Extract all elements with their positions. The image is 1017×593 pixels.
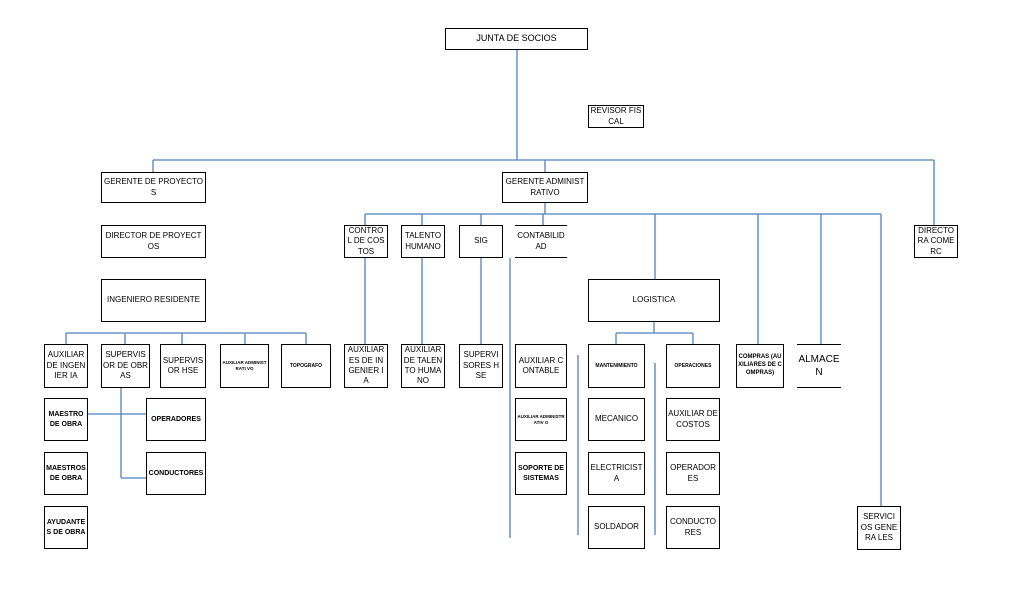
directora-comercial-box: DIRECTO RA COMERC xyxy=(914,225,958,258)
auxiliar-costos-box: AUXILIAR DE COSTOS xyxy=(666,398,720,441)
sig-box: SIG xyxy=(459,225,503,258)
supervisores-hse-box: SUPERVI SORES HSE xyxy=(459,344,503,388)
ingeniero-residente-box: INGENIERO RESIDENTE xyxy=(101,279,206,322)
auxiliar-contable-box: AUXILIAR CONTABLE xyxy=(515,344,567,388)
mecanico-box: MECANICO xyxy=(588,398,645,441)
maestros-obra-box: MAESTROS DE OBRA xyxy=(44,452,88,495)
supervisor-obras-box: SUPERVIS OR DE OBRAS xyxy=(101,344,150,388)
director-proyectos-box: DIRECTOR DE PROYECTOS xyxy=(101,225,206,258)
almacen-box: ALMACEN xyxy=(797,344,841,388)
auxiliar-talento-humano-box: AUXILIAR DE TALENTO HUMANO xyxy=(401,344,445,388)
topografo-box: TOPOGRAFO xyxy=(281,344,331,388)
compras-box: COMPRAS (AUXILIARES DE COMPRAS) xyxy=(736,344,784,388)
junta-de-socios-box: JUNTA DE SOCIOS xyxy=(445,28,588,50)
conductores-proyectos-box: CONDUCTORES xyxy=(146,452,206,495)
operadores-logistica-box: OPERADOR ES xyxy=(666,452,720,495)
mantenimiento-box: MANTENIMIENTO xyxy=(588,344,645,388)
maestro-obra-box: MAESTRO DE OBRA xyxy=(44,398,88,441)
gerente-proyectos-box: GERENTE DE PROYECTOS xyxy=(101,172,206,203)
talento-humano-box: TALENTO HUMANO xyxy=(401,225,445,258)
auxiliar-ingenieria-box: AUXILIAR DE INGENIER IA xyxy=(44,344,88,388)
supervisor-hse-box: SUPERVIS OR HSE xyxy=(160,344,206,388)
electricista-box: ELECTRICIST A xyxy=(588,452,645,495)
conductores-logistica-box: CONDUCTO RES xyxy=(666,506,720,549)
auxiliar-administrativo-contabilidad-box: AUXILIAR ADMINISTRATIV O xyxy=(515,398,567,441)
revisor-fiscal-box: REVISOR FISCAL xyxy=(588,105,644,128)
servicios-generales-box: SERVICI OS GENERA LES xyxy=(857,506,901,550)
auxiliares-ingenieria-box: AUXILIAR ES DE INGENIER IA xyxy=(344,344,388,388)
gerente-administrativo-box: GERENTE ADMINISTRATIVO xyxy=(502,172,588,203)
control-costos-box: CONTRO L DE COSTOS xyxy=(344,225,388,258)
auxiliar-administrativo-proyectos-box: AUXILIAR ADMINISTRATI VO xyxy=(220,344,269,388)
operaciones-box: OPERACIONES xyxy=(666,344,720,388)
soldador-box: SOLDADOR xyxy=(588,506,645,549)
soporte-sistemas-box: SOPORTE DE SISTEMAS xyxy=(515,452,567,495)
operadores-proyectos-box: OPERADORES xyxy=(146,398,206,441)
ayudantes-obra-box: AYUDANTE S DE OBRA xyxy=(44,506,88,549)
contabilidad-box: CONTABILIDAD xyxy=(515,225,567,258)
logistica-box: LOGISTICA xyxy=(588,279,720,322)
